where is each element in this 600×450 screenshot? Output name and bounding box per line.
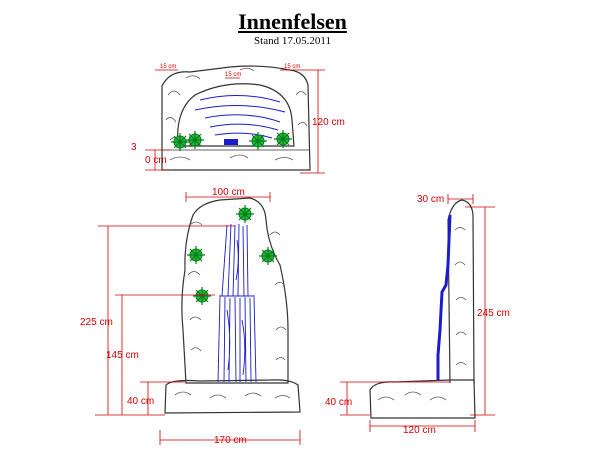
top-view-left-width-label: 15 cm — [160, 64, 176, 70]
side-view-height-label: 245 cm — [477, 308, 510, 319]
top-view: 15 cm 15 cm 15 cm 120 cm 3 0 cm — [131, 64, 345, 174]
front-view-total-height-label: 225 cm — [80, 317, 113, 328]
top-view-plant-4 — [273, 129, 293, 149]
front-view-rock-texture — [174, 221, 291, 399]
front-view-plant-4 — [192, 286, 212, 306]
side-view-rock-outline — [447, 199, 475, 384]
front-view-dim-lines — [95, 192, 301, 445]
top-view-rock-outline — [161, 65, 311, 171]
top-view-plant-1 — [170, 132, 190, 152]
top-view-middle-label: 15 cm — [225, 72, 241, 78]
top-view-height-label: 120 cm — [312, 117, 345, 128]
side-view-rock-texture — [377, 227, 467, 401]
side-view-base-outline — [369, 379, 476, 419]
side-view-base-width-label: 120 cm — [403, 425, 436, 436]
top-view-plant-3 — [248, 131, 268, 151]
diagram-subtitle: Stand 17.05.2011 — [254, 35, 331, 47]
side-view-depth-top-label: 30 cm — [417, 194, 444, 205]
top-view-left-label-3: 3 — [131, 142, 137, 153]
top-view-dim-lines — [145, 69, 325, 174]
front-view-waterfall-upper — [221, 223, 249, 297]
top-view-water — [194, 95, 286, 139]
front-view-base-outline — [164, 379, 301, 414]
front-view-rock-outline — [181, 197, 289, 384]
side-view: 30 cm 245 cm 40 cm 120 cm — [325, 194, 510, 436]
front-view-plant-1 — [235, 204, 255, 224]
front-view: 100 cm 225 cm 145 cm 40 cm 170 cm — [80, 187, 301, 446]
side-view-dim-lines — [340, 194, 495, 432]
front-view-mid-height-label: 145 cm — [106, 350, 139, 361]
front-view-base-width-label: 170 cm — [214, 435, 247, 446]
diagram-title: Innenfelsen — [238, 9, 347, 34]
front-view-plant-2 — [186, 245, 206, 265]
front-view-waterfall-lower — [217, 295, 257, 383]
side-view-waterfall — [436, 214, 452, 380]
top-view-left-label-0: 0 cm — [145, 155, 167, 166]
top-view-pool — [224, 139, 238, 145]
front-view-base-height-label: 40 cm — [127, 396, 154, 407]
front-view-top-width-label: 100 cm — [212, 187, 245, 198]
top-view-right-width-label: 15 cm — [284, 64, 300, 70]
front-view-plant-3 — [258, 246, 278, 266]
side-view-base-height-label: 40 cm — [325, 397, 352, 408]
